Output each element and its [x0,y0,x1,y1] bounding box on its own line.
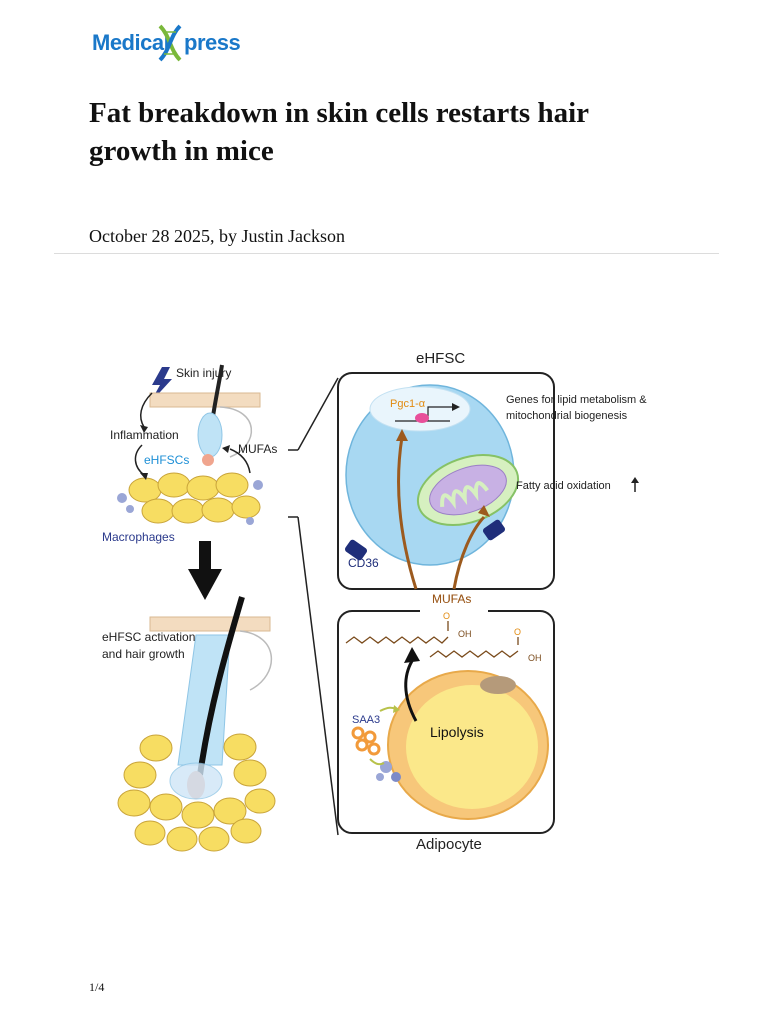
adipocyte-nucleus-icon [480,676,516,694]
label-o1: O [443,611,450,621]
zoom-connector-lines [288,378,338,835]
label-mufas-left: MUFAs [238,442,277,456]
skin-layer [150,393,260,407]
label-genes-line2: mitochondrial biogenesis [506,410,628,422]
down-arrow-icon [188,541,222,600]
label-macrophages: Macrophages [102,530,175,544]
panel-title-adipocyte: Adipocyte [416,836,482,853]
label-fatty-acid-oxidation: Fatty acid oxidation [516,480,611,492]
label-cd36: CD36 [348,556,379,570]
page-number: 1/4 [89,980,104,995]
label-pgc1a: Pgc1-α [390,398,426,410]
fat-cluster-top [129,473,260,523]
label-skin-injury: Skin injury [176,366,231,380]
label-saa3: SAA3 [352,714,380,726]
logo-text-press: press [184,30,240,56]
label-activation-line1: eHFSC activation [102,630,195,644]
label-oh2: OH [528,653,542,663]
label-inflammation: Inflammation [110,428,179,442]
medicalxpress-logo[interactable]: Medical press [92,24,242,64]
article-title: Fat breakdown in skin cells restarts hai… [89,94,649,170]
article-figure: Skin injury Inflammation eHFSCs MUFAs Ma… [100,345,680,860]
label-o2: O [514,627,521,637]
label-activation-line2: and hair growth [102,647,185,661]
header-divider [54,253,719,254]
dna-x-icon [156,24,184,62]
figure-diagram: Skin injury Inflammation eHFSCs MUFAs Ma… [100,345,680,860]
panel-title-ehfsc: eHFSC [416,350,465,367]
macrophage-icon [117,493,127,503]
pgc1a-protein-icon [415,413,429,423]
label-lipolysis: Lipolysis [430,724,484,740]
label-mufas-center-overlay: MUFAs [432,592,471,606]
dermal-papilla-icon [202,454,214,466]
label-oh1: OH [458,629,472,639]
follicle-icon [198,413,222,457]
article-byline: October 28 2025, by Justin Jackson [89,226,345,247]
label-ehfscs: eHFSCs [144,453,189,467]
label-genes-line1: Genes for lipid metabolism & [506,394,647,406]
up-arrow-icon [631,477,639,492]
